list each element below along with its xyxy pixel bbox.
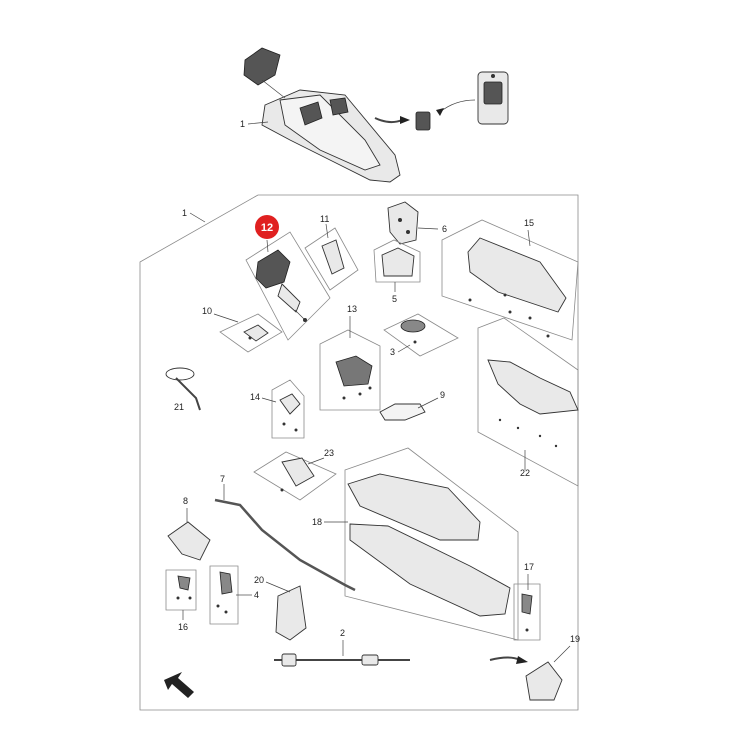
callout-20: 20 — [254, 575, 264, 585]
part-22-circuit-board: 22 — [477, 317, 579, 487]
callout-18: 18 — [312, 517, 322, 527]
part-4-sensor: 4 — [209, 565, 259, 625]
highlight-badge — [255, 215, 279, 239]
part-12-joystick: 12 — [245, 215, 331, 341]
part-15-top-cover: 15 — [441, 218, 579, 341]
callout-13: 13 — [347, 304, 357, 314]
part-10-clip: 10 — [202, 306, 283, 353]
part-7-rail: 7 — [214, 474, 356, 592]
callout-8: 8 — [183, 496, 188, 506]
curved-arrow-icon — [439, 99, 476, 113]
callout-5: 5 — [392, 294, 397, 304]
receiver-module — [415, 111, 431, 131]
part-21-strap: 21 — [165, 367, 201, 412]
part-2-cable: 2 — [274, 628, 410, 667]
part-11-cover: 11 — [304, 214, 359, 291]
part-13-housing: 13 — [319, 304, 381, 411]
part-5-module: 5 — [373, 239, 421, 304]
callout-1-box: 1 — [182, 208, 187, 218]
part-14-mount: 14 — [250, 379, 305, 439]
part-18-lower-housing: 18 — [312, 447, 519, 641]
callout-16: 16 — [178, 622, 188, 632]
callout-7: 7 — [220, 474, 225, 484]
callout-23: 23 — [324, 448, 334, 458]
part-6-bracket: 6 — [387, 201, 447, 245]
part-9-lens: 9 — [379, 390, 445, 421]
callout-19: 19 — [570, 634, 580, 644]
assembled-unit-view: 1 — [240, 47, 509, 183]
part-19-end-cap: 19 — [489, 634, 580, 701]
callout-10: 10 — [202, 306, 212, 316]
callout-22: 22 — [520, 468, 530, 478]
callout-11: 11 — [320, 214, 329, 224]
arrow-icon — [164, 672, 194, 698]
part-16-bracket: 16 — [165, 569, 197, 632]
callout-9: 9 — [440, 390, 445, 400]
callout-4: 4 — [254, 590, 259, 600]
callout-2: 2 — [340, 628, 345, 638]
part-23-clamp: 23 — [253, 448, 337, 501]
callout-1-top: 1 — [240, 119, 245, 129]
part-3-motor: 3 — [383, 313, 459, 357]
callout-15: 15 — [524, 218, 534, 228]
callout-3: 3 — [390, 347, 395, 357]
callout-14: 14 — [250, 392, 260, 402]
callout-6: 6 — [442, 224, 447, 234]
part-8-holder: 8 — [167, 496, 211, 561]
callout-21: 21 — [174, 402, 184, 412]
highlight-label: 12 — [261, 222, 273, 234]
part-20-flap: 20 — [254, 575, 307, 641]
callout-17: 17 — [524, 562, 534, 572]
part-17-plug: 17 — [513, 562, 541, 641]
